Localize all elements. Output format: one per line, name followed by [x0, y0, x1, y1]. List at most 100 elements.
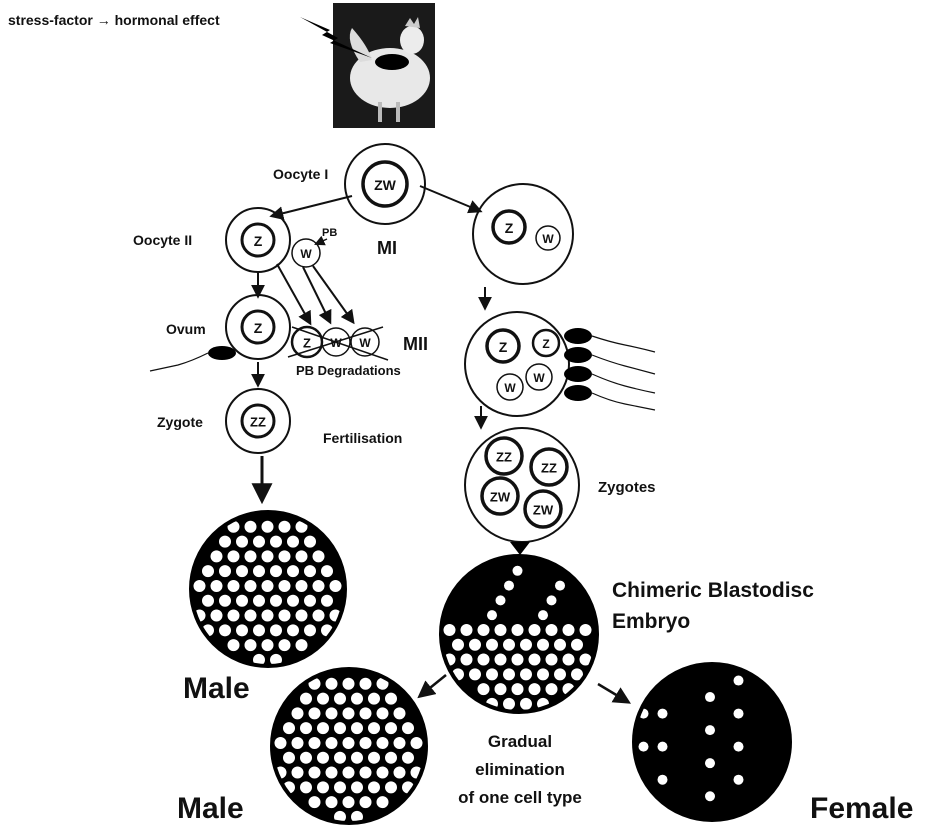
embryo-cell-nucleus — [513, 566, 523, 576]
embryo-cell — [333, 692, 347, 706]
cell-zz: ZZ — [250, 415, 266, 430]
embryo-cell — [252, 535, 266, 549]
oocyte-1: ZW — [345, 144, 425, 224]
cell-w: W — [359, 336, 371, 350]
embryo-cell-nucleus — [487, 610, 497, 620]
embryo-cell-nucleus — [734, 709, 744, 719]
embryo-cell — [308, 706, 322, 720]
embryo-cell — [269, 594, 283, 608]
male-label-bottom: Male — [177, 792, 244, 825]
embryo-cell — [244, 609, 258, 623]
embryo-cell — [325, 766, 339, 780]
gradual-label-line2: elimination — [475, 760, 565, 779]
embryo-cell-nucleus — [538, 610, 548, 620]
embryo-cell — [274, 736, 288, 750]
embryo-cell — [376, 736, 390, 750]
chimeric-embryo — [441, 556, 597, 712]
embryo-cell — [286, 564, 300, 578]
embryo-cell — [299, 692, 313, 706]
embryo-cell — [269, 623, 283, 637]
embryo-cell — [299, 751, 313, 765]
embryo-cell — [545, 623, 559, 637]
embryo-cell — [494, 623, 508, 637]
cell-z: Z — [499, 339, 508, 355]
fertilisation-label: Fertilisation — [323, 430, 402, 446]
ovum-label: Ovum — [166, 321, 206, 337]
embryo-cell — [460, 623, 474, 637]
embryo-cell — [210, 549, 224, 563]
embryo-cell — [570, 638, 584, 652]
embryo-cell-nucleus — [734, 775, 744, 785]
zygotes-label: Zygotes — [598, 479, 656, 496]
embryo-cell — [269, 564, 283, 578]
embryo-cell — [269, 535, 283, 549]
embryo-cell — [494, 682, 508, 696]
embryo-cell — [312, 549, 326, 563]
embryo-cell-nucleus — [555, 581, 565, 591]
mii-label: MII — [403, 334, 428, 354]
embryo-cell — [295, 609, 309, 623]
embryo-cell — [286, 623, 300, 637]
embryo-cell — [312, 579, 326, 593]
embryo-cell-nucleus — [496, 595, 506, 605]
embryo-cell — [519, 667, 533, 681]
embryo-cell — [325, 677, 339, 691]
embryo-cell — [477, 682, 491, 696]
gradual-label-line3: of one cell type — [458, 788, 582, 807]
embryo-cell — [342, 677, 356, 691]
embryo-cell — [359, 795, 373, 809]
embryo-cell — [244, 549, 258, 563]
embryo-cell — [252, 564, 266, 578]
multi-nucleus-cell: Z Z W W — [465, 312, 569, 416]
arrow — [272, 196, 352, 216]
embryo-cell — [536, 667, 550, 681]
embryo-cell — [235, 594, 249, 608]
embryo-cell — [325, 706, 339, 720]
embryo-cell — [303, 564, 317, 578]
cell-zw: ZW — [533, 503, 554, 518]
embryo-cell — [545, 682, 559, 696]
embryo-cell — [218, 623, 232, 637]
embryo-cell — [227, 638, 241, 652]
embryo-cell — [468, 638, 482, 652]
embryo-cell — [299, 780, 313, 794]
embryo-cell-nucleus — [547, 595, 557, 605]
embryo-cell — [367, 780, 381, 794]
oocyte-split-cell: Z W — [473, 184, 573, 284]
arrow — [420, 675, 446, 696]
male-label: Male — [183, 672, 250, 705]
embryo-cell — [218, 535, 232, 549]
cell-z: Z — [505, 220, 514, 236]
embryo-cell — [333, 780, 347, 794]
embryo-cell — [210, 609, 224, 623]
embryo-cell — [485, 638, 499, 652]
zygote-label: Zygote — [157, 414, 203, 430]
embryo-cell — [451, 638, 465, 652]
cell-w: W — [533, 371, 545, 385]
embryo-cell — [235, 564, 249, 578]
embryo-cell — [562, 623, 576, 637]
embryo-cell — [244, 638, 258, 652]
embryo-cell — [261, 549, 275, 563]
male-embryo-top — [191, 512, 345, 667]
embryo-cell — [261, 579, 275, 593]
embryo-cell — [303, 594, 317, 608]
sperm-icon — [150, 346, 236, 371]
embryo-cell — [393, 766, 407, 780]
embryo-cell — [333, 721, 347, 735]
pb-degradations-label: PB Degradations — [296, 363, 401, 378]
embryo-cell — [201, 564, 215, 578]
embryo-cell — [252, 623, 266, 637]
embryo-cell — [350, 751, 364, 765]
embryo-cell-nucleus — [705, 791, 715, 801]
embryo-cell — [282, 751, 296, 765]
cell-z: Z — [542, 337, 549, 351]
cell-w: W — [504, 381, 516, 395]
embryo-cell-nucleus — [705, 725, 715, 735]
hen-photo-icon — [333, 3, 435, 128]
embryo-cell — [316, 780, 330, 794]
embryo-cell — [342, 766, 356, 780]
arrow — [303, 267, 330, 322]
embryo-cell — [528, 623, 542, 637]
